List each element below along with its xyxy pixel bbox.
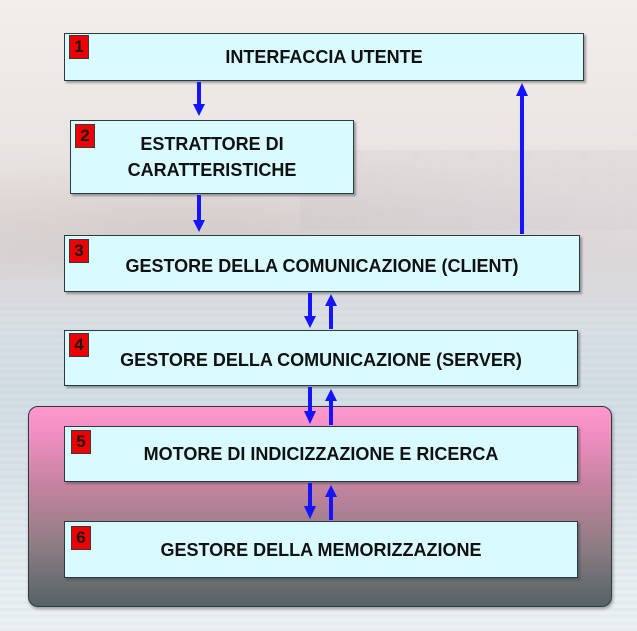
arrowhead: [304, 506, 316, 519]
arrowhead: [325, 294, 337, 306]
number-badge-6: 6: [71, 526, 91, 550]
arrowhead: [516, 83, 528, 96]
background-city: [300, 150, 637, 230]
number-badge-3: 3: [69, 239, 89, 263]
arrowhead: [193, 104, 205, 116]
number-badge-2: 2: [75, 124, 95, 148]
box-label: GESTORE DELLA COMUNICAZIONE (CLIENT): [125, 255, 519, 276]
arrowhead: [193, 220, 205, 232]
box-interfaccia-utente: INTERFACCIA UTENTE: [64, 33, 584, 81]
box-label: ESTRATTORE DI CARATTERISTICHE: [127, 134, 297, 180]
number-badge-5: 5: [71, 430, 91, 454]
number-badge-4: 4: [69, 333, 89, 357]
box-estrattore-caratteristiche: ESTRATTORE DI CARATTERISTICHE: [70, 120, 354, 194]
box-label: MOTORE DI INDICIZZAZIONE E RICERCA: [143, 444, 499, 464]
arrowhead: [325, 389, 337, 401]
arrowhead: [304, 316, 316, 328]
box-label: GESTORE DELLA COMUNICAZIONE (SERVER): [120, 350, 522, 370]
box-gestore-comunicazione-client: GESTORE DELLA COMUNICAZIONE (CLIENT): [64, 235, 580, 292]
arrowhead: [304, 411, 316, 424]
box-gestore-memorizzazione: GESTORE DELLA MEMORIZZAZIONE: [64, 521, 578, 578]
box-label: GESTORE DELLA MEMORIZZAZIONE: [160, 539, 482, 560]
box-gestore-comunicazione-server: GESTORE DELLA COMUNICAZIONE (SERVER): [64, 330, 578, 386]
box-motore-indicizzazione: MOTORE DI INDICIZZAZIONE E RICERCA: [64, 426, 578, 482]
number-badge-1: 1: [69, 35, 89, 59]
box-label: INTERFACCIA UTENTE: [225, 47, 423, 67]
arrowhead: [325, 485, 337, 497]
